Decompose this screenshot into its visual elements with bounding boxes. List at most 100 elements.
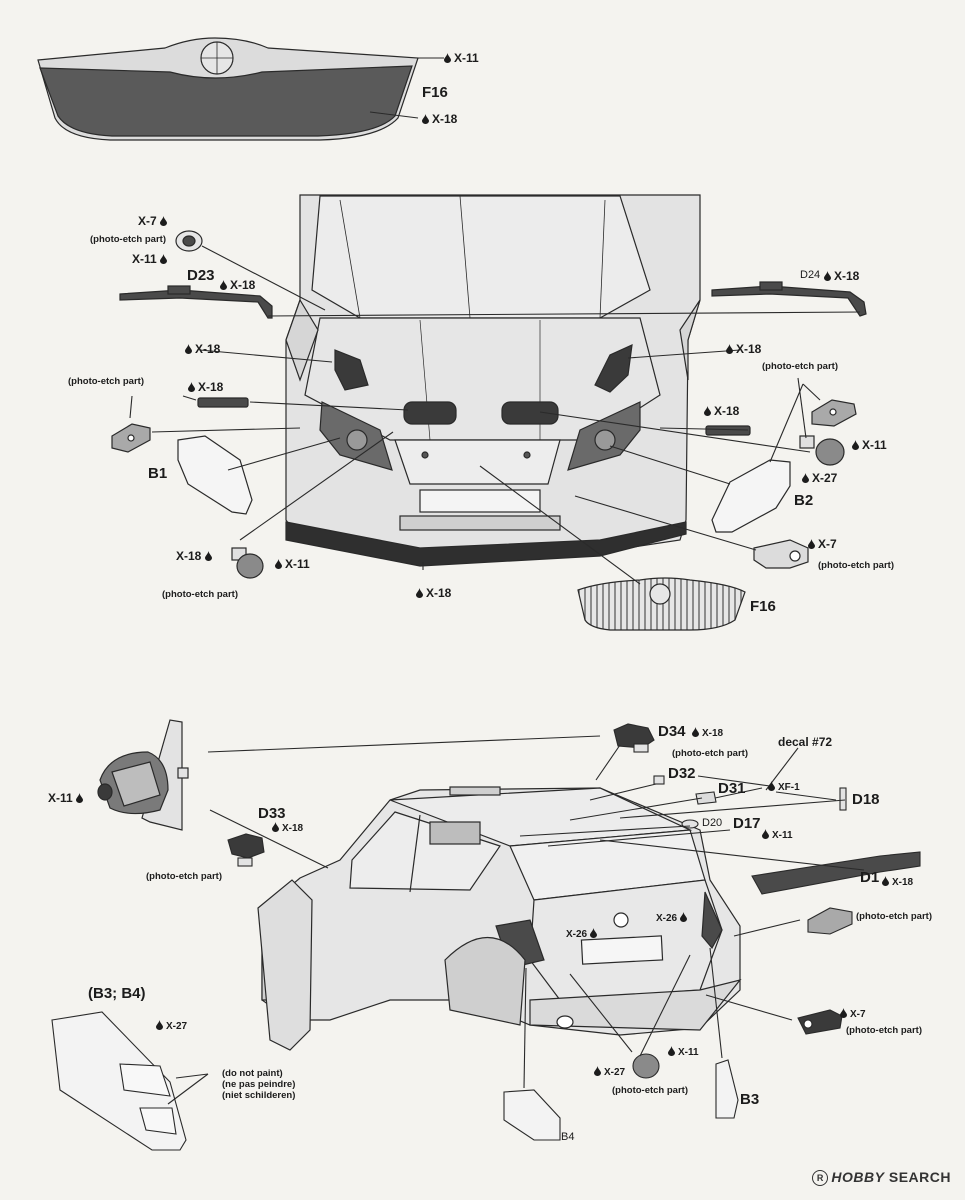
part-label-d34: D34 [658, 723, 686, 740]
paint-drop-icon [692, 727, 699, 737]
headlight-lens-b1 [177, 435, 253, 515]
paint-drop-icon [422, 114, 429, 124]
washer-nozzle-left [231, 547, 264, 579]
antenna-d31 [695, 791, 717, 805]
photo-etch-note: (photo-etch part) [762, 361, 838, 372]
part-label-d1: D1 [860, 869, 880, 886]
photo-etch-note: (photo-etch part) [856, 911, 932, 922]
antenna-d32 [653, 775, 665, 785]
photo-etch-plate-rear [807, 907, 853, 935]
photo-etch-plate-left [111, 423, 151, 453]
photo-etch-note: (photo-etch part) [90, 234, 166, 245]
photo-etch-note: (photo-etch part) [818, 560, 894, 571]
marker-light-left [197, 397, 249, 408]
leader-lines-front [129, 57, 861, 585]
tail-lens-b4 [503, 1089, 561, 1141]
paint-drop-icon [188, 382, 195, 392]
paint-drop-icon [204, 551, 212, 561]
marker-light-right [705, 425, 751, 436]
paint-label: X-26 [566, 928, 600, 940]
registered-icon: R [812, 1170, 829, 1186]
paint-label: X-11 [444, 52, 479, 64]
wiper-d23-illustration [119, 285, 273, 319]
paint-label: X-27 [594, 1066, 625, 1078]
paint-label: X-11 [668, 1046, 699, 1058]
paint-drop-icon [160, 254, 168, 264]
paint-label: X-27 [156, 1020, 187, 1032]
paint-drop-icon [852, 440, 859, 450]
part-label-b1: B1 [148, 465, 168, 482]
paint-label: X-11 [852, 439, 887, 451]
paint-drop-icon [762, 829, 769, 839]
paint-label: X-18 [416, 587, 451, 599]
paint-label: X-26 [656, 912, 690, 924]
paint-drop-icon [272, 822, 279, 832]
paint-label: XF-1 [768, 781, 800, 793]
photo-etch-note: (photo-etch part) [68, 376, 144, 387]
paint-label: X-18 [272, 822, 303, 834]
washer-nozzle-rear [632, 1053, 660, 1079]
paint-drop-icon [726, 344, 733, 354]
do-not-paint-note: (do not paint) (ne pas peindre) (niet sc… [222, 1068, 296, 1101]
part-label-d31: D31 [718, 780, 746, 797]
paint-label: X-7 [808, 538, 837, 550]
paint-drop-icon [824, 271, 831, 281]
part-label-d23: D23 [187, 267, 215, 284]
paint-label: X-18 [188, 381, 223, 393]
paint-drop-icon [704, 406, 711, 416]
paint-label: X-11 [48, 792, 86, 804]
paint-drop-icon [589, 928, 597, 938]
paint-label: X-18 [824, 270, 859, 282]
paint-drop-icon [156, 1020, 163, 1030]
paint-label: X-18 [726, 343, 761, 355]
part-label-f16-small: F16 [750, 598, 776, 615]
paint-label: X-7 [138, 215, 170, 227]
part-label-d17: D17 [733, 815, 761, 832]
wiper-d24-illustration [711, 281, 867, 317]
washer-nozzle-right [799, 435, 845, 466]
grille-mesh-illustration [37, 37, 419, 141]
paint-label: X-18 [692, 727, 723, 739]
paint-drop-icon [76, 793, 84, 803]
grille-small-illustration [577, 577, 746, 631]
headlight-lens-b2 [711, 459, 791, 533]
part-label-b2: B2 [794, 492, 814, 509]
photo-etch-note: (photo-etch part) [672, 748, 748, 759]
part-label-f16: F16 [422, 84, 448, 101]
leader-lines-rear [167, 735, 865, 1105]
mirror-d34 [613, 723, 655, 753]
paint-label: X-11 [275, 558, 310, 570]
part-label-d24: D24 [800, 269, 821, 281]
paint-drop-icon [802, 473, 809, 483]
photo-etch-plate-right [811, 399, 857, 427]
part-label-d33: D33 [258, 805, 286, 822]
tail-lens-b3 [715, 1059, 739, 1119]
paint-drop-icon [679, 912, 687, 922]
paint-label: X-11 [762, 829, 793, 841]
photo-etch-note: (photo-etch part) [612, 1085, 688, 1096]
car-front-illustration [285, 194, 701, 567]
photo-etch-note: (photo-etch part) [162, 589, 238, 600]
paint-drop-icon [840, 1008, 847, 1018]
paint-label: X-18 [220, 279, 255, 291]
paint-label: X-18 [185, 343, 220, 355]
paint-label: X-7 [840, 1008, 866, 1020]
paint-label: X-18 [704, 405, 739, 417]
part-label-d20: D20 [702, 817, 723, 829]
paint-drop-icon [444, 53, 451, 63]
photo-etch-note: (photo-etch part) [146, 871, 222, 882]
paint-drop-icon [882, 876, 889, 886]
part-label-d32: D32 [668, 765, 696, 782]
paint-label: X-18 [422, 113, 457, 125]
photo-etch-note: (photo-etch part) [846, 1025, 922, 1036]
paint-drop-icon [220, 280, 227, 290]
paint-drop-icon [275, 559, 282, 569]
antenna-d18 [839, 787, 847, 811]
paint-label: X-18 [882, 876, 913, 888]
spoiler-d1 [751, 851, 921, 895]
mirror-illustration [97, 719, 189, 831]
paint-drop-icon [668, 1046, 675, 1056]
paint-drop-icon [768, 781, 775, 791]
